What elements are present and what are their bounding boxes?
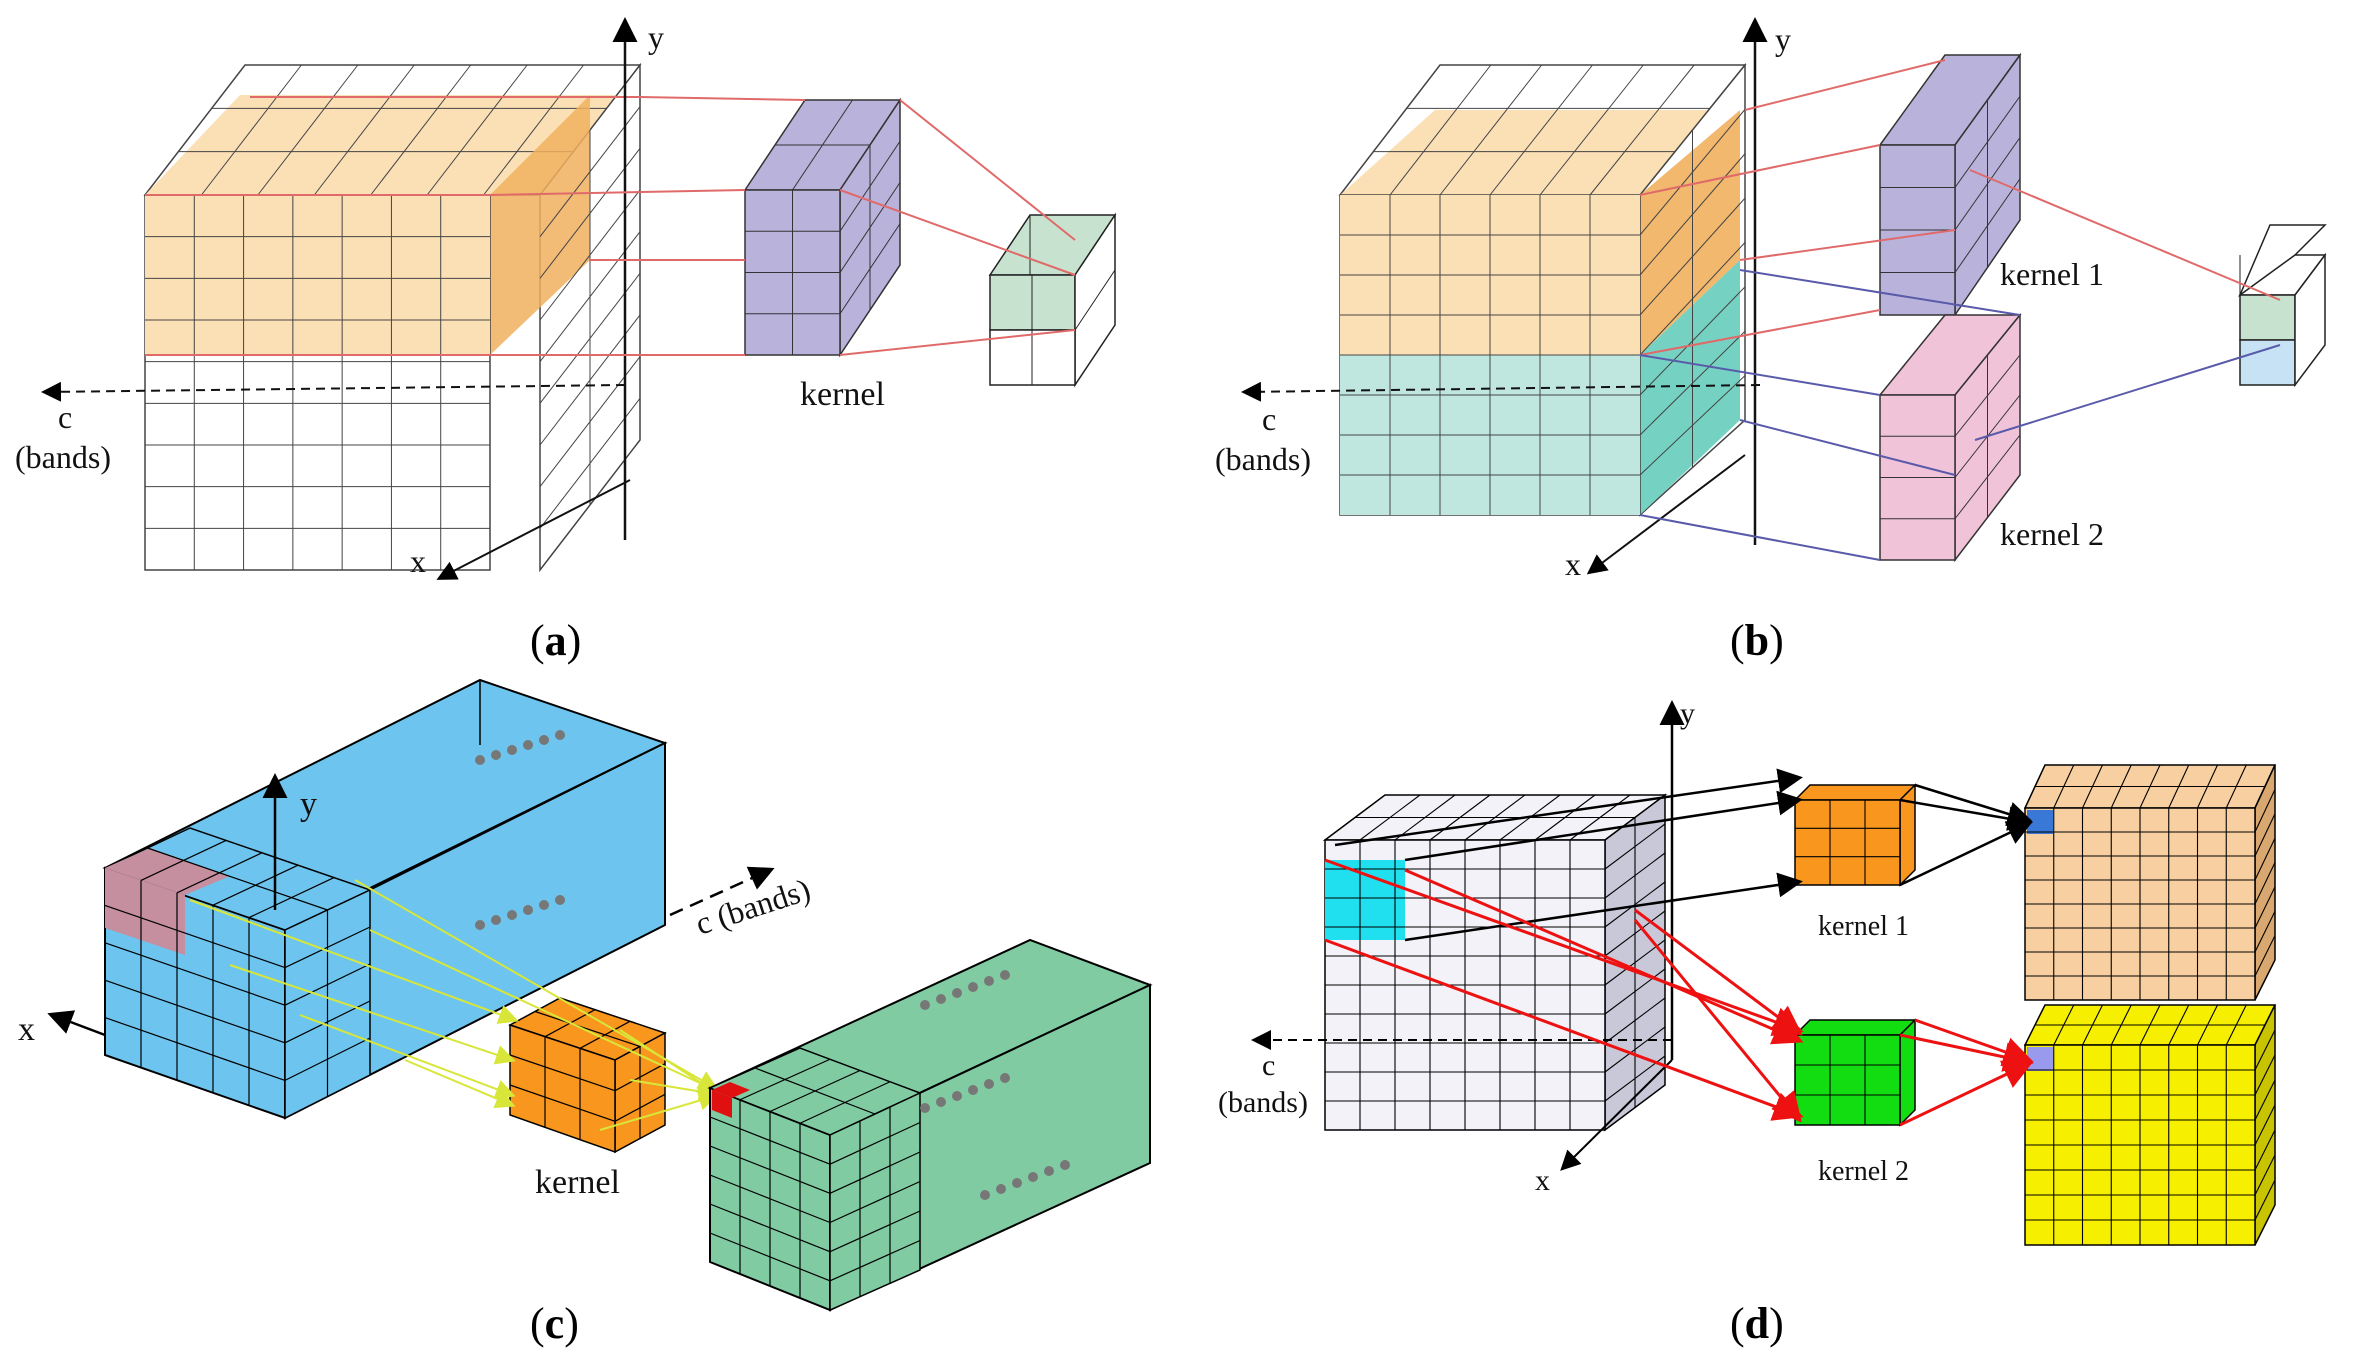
- panel-d-output-1: [2023, 764, 2277, 1001]
- panel-c-c-label: c (bands): [691, 871, 815, 942]
- panel-b-kernel1-label: kernel 1: [2000, 256, 2104, 292]
- panel-a-c-label: c: [58, 399, 72, 435]
- panel-b-output: [2238, 224, 2327, 388]
- panel-c-output-ellipsis: [920, 970, 1070, 1200]
- panel-c-connections: [189, 879, 719, 1131]
- panel-d-kernel-2: [1793, 1018, 1917, 1127]
- panel-c-input-block: [102, 678, 668, 1120]
- panel-d-kernel2-connections: [1324, 858, 2034, 1127]
- panel-b-bands-label: (bands): [1215, 441, 1311, 477]
- panel-b-c-label: c: [1262, 401, 1276, 437]
- panel-c-ellipsis: [475, 730, 565, 930]
- panel-d-x-axis: [1560, 1059, 1673, 1171]
- panel-d-kernel2-label: kernel 2: [1818, 1156, 1909, 1187]
- panel-a-kernel: [743, 97, 902, 358]
- panel-a-output: [988, 212, 1117, 388]
- panel-a-x-axis: [436, 479, 631, 580]
- panel-d-y-label: y: [1680, 697, 1695, 730]
- panel-c-y-label: y: [300, 786, 317, 823]
- panel-a-bands-label: (bands): [15, 439, 111, 475]
- panel-d-c-label: c: [1262, 1049, 1275, 1082]
- panel-d-kernel1-label: kernel 1: [1818, 911, 1909, 942]
- panel-a: y x c (bands): [15, 17, 1117, 665]
- panel-d-output-2: [2023, 1004, 2277, 1246]
- panel-a-kernel-label: kernel: [800, 376, 885, 413]
- panel-a-caption: (a): [530, 616, 581, 665]
- panel-c-output-block: [707, 938, 1153, 1312]
- panel-b-x-axis: [1586, 454, 1746, 575]
- panel-a-connections: [489, 96, 1076, 356]
- panel-a-y-label: y: [648, 19, 664, 55]
- panel-b-x-label: x: [1565, 546, 1581, 582]
- panel-c-c-axis: [669, 866, 775, 917]
- panel-d-kernel-1: [1793, 783, 1917, 887]
- panel-b-kernel2-label: kernel 2: [2000, 516, 2104, 552]
- panel-b-cube: [1338, 62, 1747, 517]
- panel-b-caption: (b): [1730, 616, 1784, 665]
- panel-c-x-label: x: [18, 1011, 35, 1048]
- panel-b: y x c (bands): [1215, 17, 2327, 665]
- panel-d-input-cube: [1322, 793, 1668, 1132]
- panel-a-x-label: x: [410, 543, 426, 579]
- panel-b-c-axis: [1241, 381, 1761, 402]
- panel-d-x-label: x: [1535, 1164, 1550, 1197]
- panel-c-kernel-label: kernel: [535, 1164, 620, 1201]
- panel-d-bands-label: (bands): [1218, 1086, 1308, 1119]
- panel-b-y-label: y: [1775, 21, 1791, 57]
- panel-c-kernel: [508, 997, 667, 1154]
- panel-b-kernel-2: [1878, 312, 2022, 563]
- panel-b-kernel1-connections: [1639, 59, 2281, 356]
- panel-c-caption: (c): [530, 1299, 579, 1348]
- panel-c: y x c (bands) kernel: [18, 678, 1153, 1348]
- panel-d-kernel1-connections: [1334, 768, 2033, 942]
- panel-a-c-axis: [41, 381, 626, 402]
- panel-a-cube: [143, 62, 642, 573]
- panel-d-caption: (d): [1730, 1299, 1784, 1348]
- panel-d: y x c (bands): [1218, 697, 2277, 1348]
- panel-c-x-axis: [47, 1010, 106, 1037]
- panel-b-kernel2-connections: [1639, 269, 2281, 561]
- panel-b-kernel-1: [1878, 52, 2022, 318]
